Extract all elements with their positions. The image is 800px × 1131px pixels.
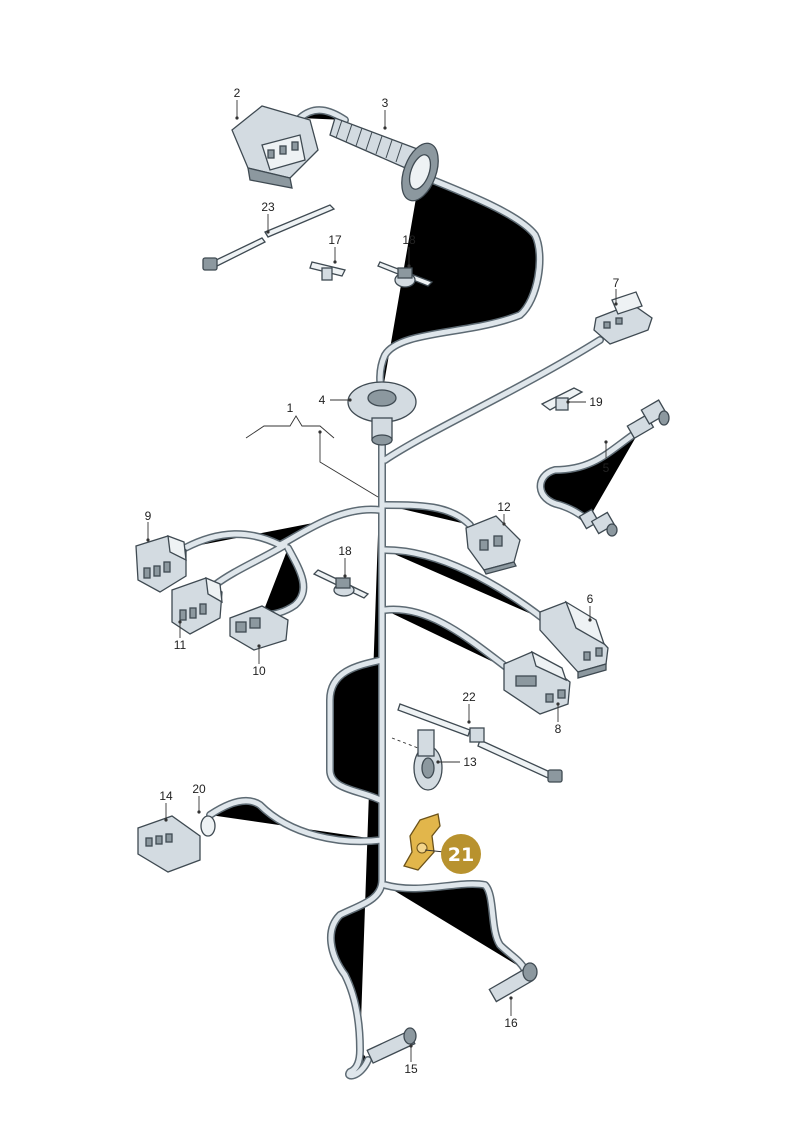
leader-lines	[146, 100, 618, 1062]
callout-12: 12	[497, 500, 511, 514]
sensor-16	[488, 962, 538, 1003]
callout-8: 8	[555, 722, 562, 736]
callout-4: 4	[319, 393, 326, 407]
coax-plug-5	[578, 399, 670, 537]
harness-wires	[185, 110, 640, 1075]
clip-19	[540, 387, 584, 411]
callout-11: 11	[174, 638, 187, 652]
callout-23: 23	[261, 200, 275, 214]
callout-13: 13	[463, 755, 477, 769]
callout-22: 22	[462, 690, 476, 704]
callout-21: 21	[448, 844, 474, 866]
bracket-21-highlighted	[403, 813, 441, 871]
clip-18-top	[377, 261, 434, 288]
callout-21-badge: 21	[441, 834, 481, 874]
callout-17: 17	[328, 233, 342, 247]
clip-18-middle	[312, 569, 370, 599]
connector-8	[503, 650, 571, 715]
callout-16: 16	[504, 1016, 518, 1030]
grommet-13	[391, 729, 443, 791]
callout-6: 6	[587, 592, 594, 606]
clip-17	[309, 261, 346, 281]
callout-18-middle: 18	[338, 544, 352, 558]
callout-2: 2	[234, 86, 241, 100]
sleeve-3	[329, 117, 439, 202]
connector-6	[539, 600, 609, 679]
grommet-4	[347, 381, 417, 446]
callout-14: 14	[159, 789, 173, 803]
connector-9	[135, 535, 187, 593]
cable-tie-22	[397, 703, 563, 783]
callout-9: 9	[145, 509, 152, 523]
callout-19: 19	[589, 395, 603, 409]
callout-10: 10	[252, 664, 266, 678]
callout-15: 15	[404, 1062, 418, 1076]
connector-2	[231, 105, 319, 189]
cable-tie-23	[202, 204, 336, 271]
connector-7	[593, 291, 653, 345]
callout-3: 3	[382, 96, 389, 110]
callout-labels: 1 2 3 4 5 6 7 8 9 10 11 12 13 14 15 16 1…	[145, 86, 620, 1076]
callout-1: 1	[287, 401, 294, 415]
connector-12	[465, 515, 521, 575]
callout-18-top: 18	[402, 233, 416, 247]
connector-11	[171, 576, 223, 635]
connector-14	[137, 815, 216, 873]
callout-7: 7	[613, 276, 620, 290]
connector-10	[229, 605, 289, 651]
callout-20: 20	[192, 782, 206, 796]
sensor-15	[366, 1027, 417, 1064]
callout-5: 5	[603, 461, 610, 475]
